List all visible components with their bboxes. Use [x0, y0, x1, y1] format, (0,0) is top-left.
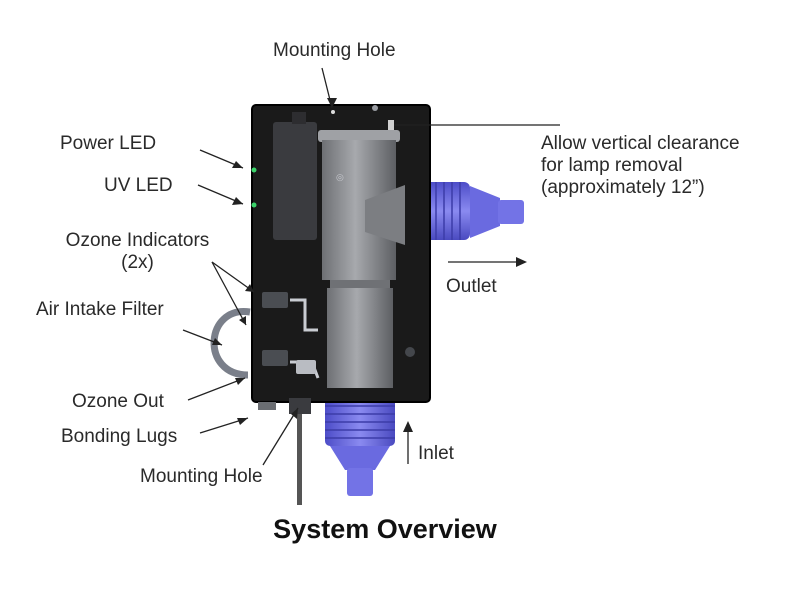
svg-text:◎: ◎	[336, 172, 344, 182]
label-clearance-line2: for lamp removal	[541, 155, 683, 176]
label-uv-led: UV LED	[104, 175, 173, 196]
label-bonding-lugs: Bonding Lugs	[61, 426, 178, 447]
label-ozone-out: Ozone Out	[72, 391, 164, 412]
ozone-indicators	[262, 292, 320, 379]
power-cable	[297, 410, 302, 505]
label-clearance-line3: (approximately 12”)	[541, 177, 705, 198]
power-led	[251, 167, 257, 173]
label-ozone-indicators: Ozone Indicators (2x)	[50, 230, 225, 274]
inlet-fitting	[325, 398, 395, 496]
outlet-fitting	[420, 182, 524, 240]
bonding-lugs	[258, 402, 276, 410]
label-outlet: Outlet	[446, 276, 497, 297]
label-air-intake-filter: Air Intake Filter	[36, 299, 164, 320]
label-ozone-indicators-line1: Ozone Indicators	[65, 230, 210, 251]
label-mounting-hole-top: Mounting Hole	[273, 40, 396, 61]
label-mounting-hole-bottom: Mounting Hole	[140, 466, 263, 487]
mounting-hole-top-mark	[331, 110, 335, 114]
label-ozone-indicators-line2: (2x)	[121, 252, 154, 273]
ballast-box	[273, 122, 317, 240]
uv-chamber: ◎	[318, 130, 405, 388]
arrowheads	[212, 98, 527, 432]
label-inlet: Inlet	[418, 443, 454, 464]
uv-led	[251, 202, 257, 208]
label-clearance-line1: Allow vertical clearance	[541, 133, 740, 154]
label-power-led: Power LED	[60, 133, 157, 154]
label-clearance: Allow vertical clearance for lamp remova…	[541, 133, 740, 199]
diagram-title: System Overview	[273, 514, 497, 544]
